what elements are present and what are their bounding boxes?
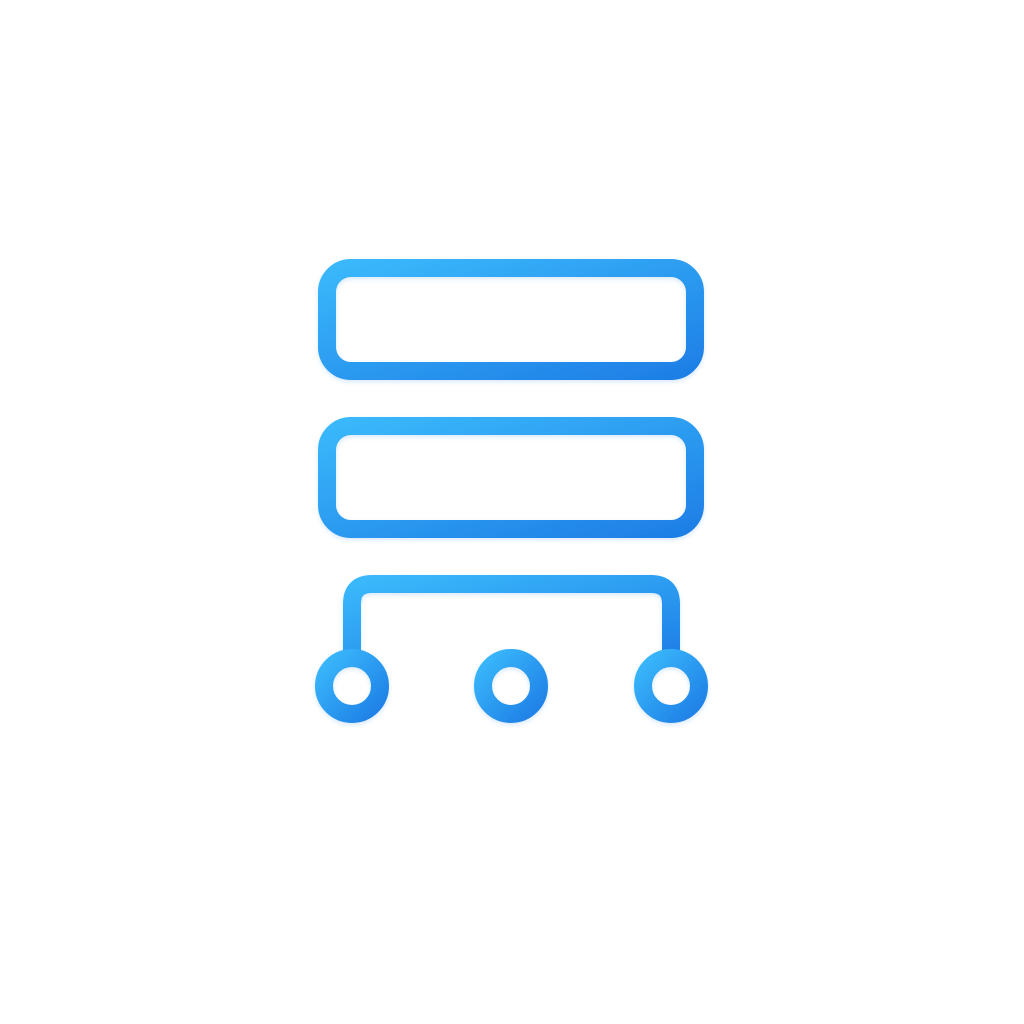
node-right	[634, 649, 708, 723]
node-left	[315, 649, 389, 723]
middle-box	[318, 417, 704, 538]
top-box	[318, 259, 704, 380]
node-center	[474, 649, 548, 723]
branch-bar	[343, 575, 680, 665]
